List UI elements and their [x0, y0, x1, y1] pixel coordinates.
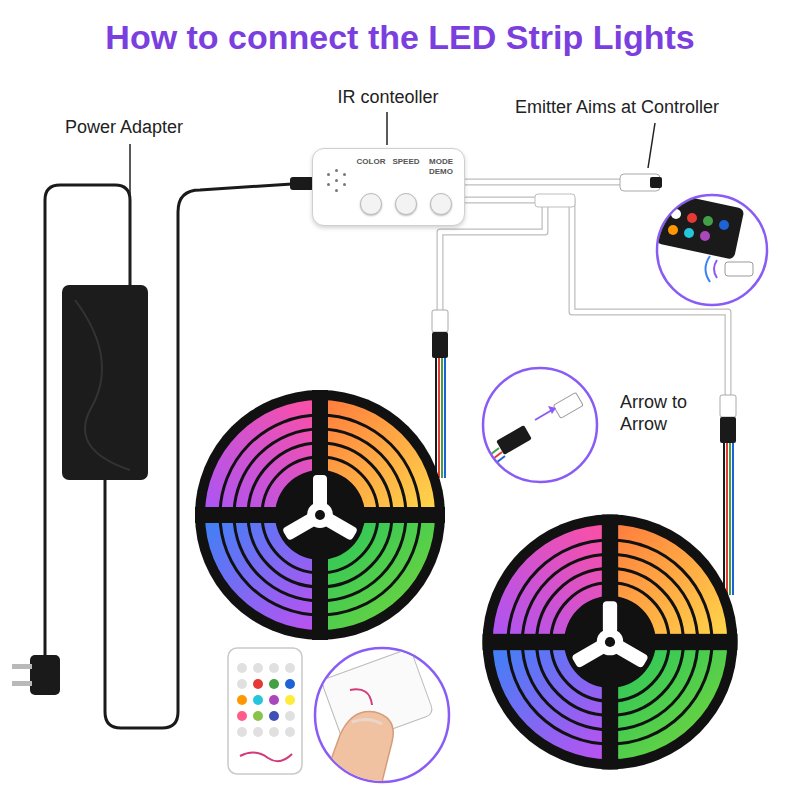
speaker-dot — [335, 189, 338, 192]
controller-label: IR conteoller — [273, 87, 503, 108]
callout-label: Emitter Aims at Controller — [515, 97, 719, 119]
button-label: SPEED — [388, 157, 424, 167]
speaker-dot — [327, 183, 330, 186]
diagram-title: How to connect the LED Strip Lights — [0, 18, 800, 57]
push-button — [395, 193, 417, 215]
push-button — [430, 193, 452, 215]
speaker-dot — [327, 173, 330, 176]
button-label: MODE DEMO — [423, 157, 459, 177]
speaker-dot — [335, 179, 338, 182]
speaker-dot — [343, 173, 346, 176]
callout-label: Arrow to Arrow — [620, 392, 704, 435]
speaker-dot — [343, 183, 346, 186]
callout-label: Power Adapter — [65, 117, 183, 139]
push-button — [360, 193, 382, 215]
controller-box: IR conteollerCOLORSPEEDMODE DEMO — [312, 148, 465, 226]
button-label: COLOR — [353, 157, 389, 167]
speaker-dot — [335, 169, 338, 172]
